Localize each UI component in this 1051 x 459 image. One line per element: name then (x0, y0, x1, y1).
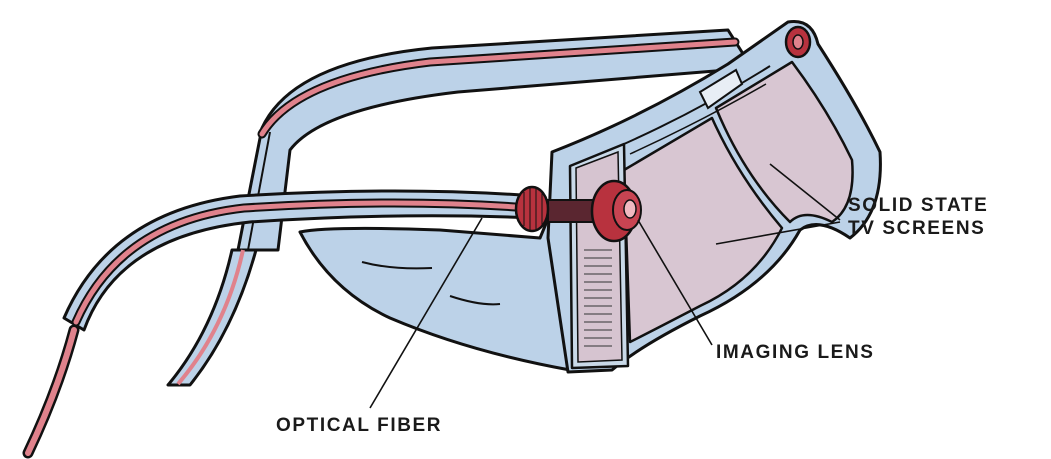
lens-glass (624, 200, 636, 218)
optical-fiber-label: OPTICAL FIBER (276, 416, 442, 436)
tv-screens-label: TV SCREENS (848, 219, 985, 239)
rear-strap (168, 250, 256, 385)
rear-knob (516, 187, 548, 231)
imaging-lens-label: IMAGING LENS (716, 343, 875, 363)
solid-state-label: SOLID STATE (848, 196, 988, 216)
dangling-fiber-cable (28, 330, 74, 453)
